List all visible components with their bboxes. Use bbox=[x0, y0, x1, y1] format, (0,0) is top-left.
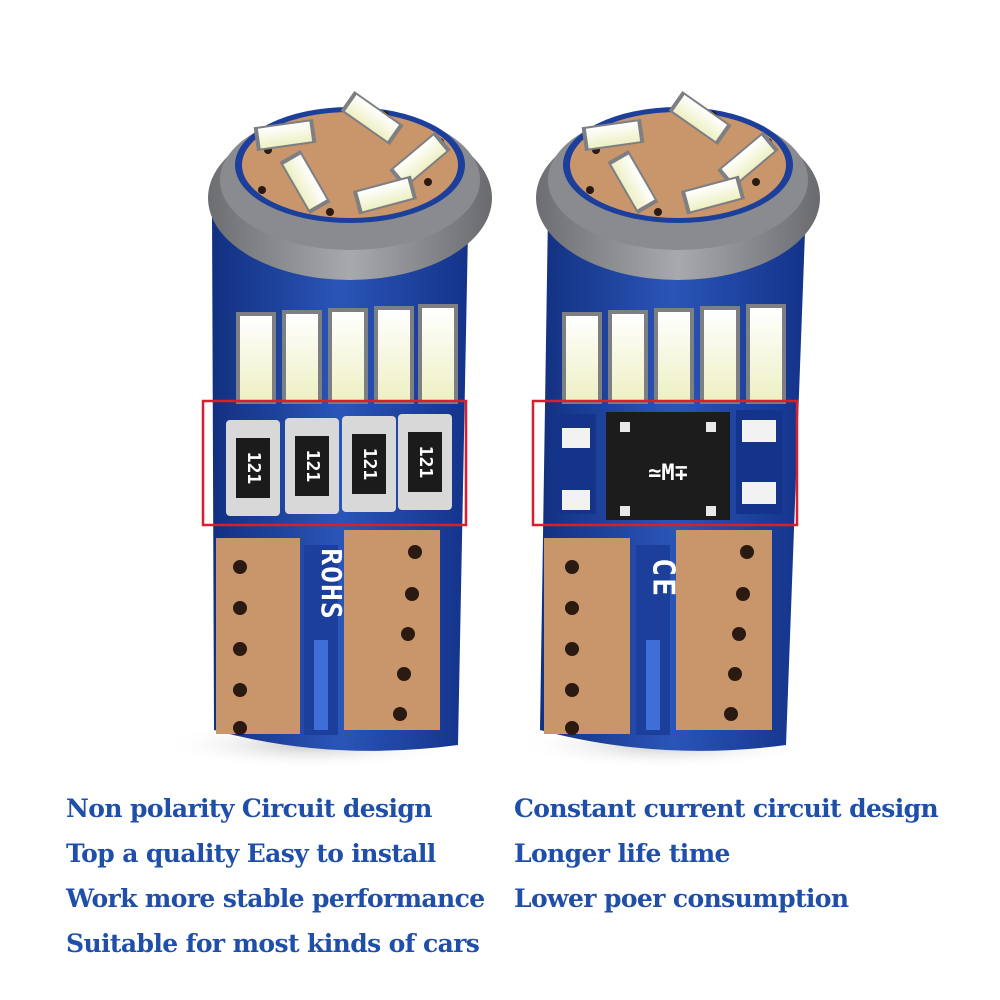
feature-item: Work more stable performance bbox=[66, 884, 485, 913]
right-contact-pad bbox=[676, 530, 772, 730]
feature-item: Constant current circuit design bbox=[514, 794, 939, 823]
resistor-marking: 121 bbox=[302, 450, 323, 483]
left-highlight-box bbox=[201, 399, 468, 527]
resistor: 121 bbox=[226, 420, 280, 516]
right-board-marking: CE bbox=[646, 558, 681, 598]
resistor: 121 bbox=[398, 414, 452, 510]
feature-column-right: Constant current circuit design Longer l… bbox=[514, 790, 939, 925]
resistor-marking: 121 bbox=[415, 446, 436, 479]
right-chip-area: ≃M∓ bbox=[556, 410, 782, 520]
left-board-marking: ROHS bbox=[315, 548, 348, 619]
feature-list: Non polarity Circuit design Top a qualit… bbox=[0, 790, 1000, 990]
left-bulb: 121 121 121 121 ROHS bbox=[160, 90, 492, 769]
feature-item: Longer life time bbox=[514, 839, 730, 868]
resistor-marking: 121 bbox=[359, 448, 380, 481]
feature-item: Top a quality Easy to install bbox=[66, 839, 436, 868]
left-contact-pad bbox=[216, 538, 300, 734]
product-illustration: 121 121 121 121 ROHS bbox=[160, 90, 820, 769]
left-contact-pad bbox=[344, 530, 440, 730]
chip-marking: ≃M∓ bbox=[648, 461, 688, 486]
feature-item: Suitable for most kinds of cars bbox=[66, 929, 480, 958]
left-strip-leds bbox=[236, 304, 458, 404]
feature-column-left: Non polarity Circuit design Top a qualit… bbox=[66, 790, 485, 970]
feature-item: Non polarity Circuit design bbox=[66, 794, 432, 823]
resistor: 121 bbox=[342, 416, 396, 512]
right-contact-pad bbox=[544, 538, 630, 734]
right-highlight-box bbox=[531, 399, 799, 527]
resistor-marking: 121 bbox=[243, 452, 264, 485]
feature-item: Lower poer consumption bbox=[514, 884, 849, 913]
left-resistors: 121 121 121 121 bbox=[226, 414, 452, 516]
right-bulb: ≃M∓ CE bbox=[515, 90, 820, 769]
right-strip-leds bbox=[562, 304, 786, 404]
resistor: 121 bbox=[285, 418, 339, 514]
